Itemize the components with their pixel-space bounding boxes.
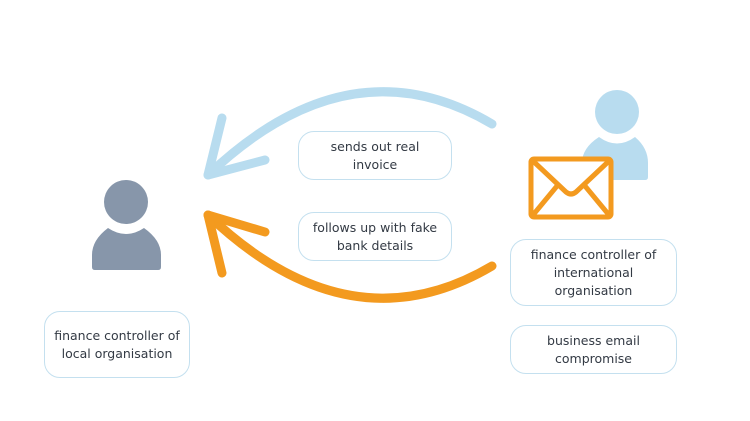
label-local-controller: finance controller of local organisation xyxy=(44,311,190,378)
label-business-email-compromise: business email compromise xyxy=(510,325,677,374)
label-fake-bank-details: follows up with fake bank details xyxy=(298,212,452,261)
local-person-icon xyxy=(92,180,161,270)
fake-details-arrow xyxy=(203,210,497,303)
label-sends-real-invoice: sends out real invoice xyxy=(298,131,452,180)
envelope-icon xyxy=(528,156,614,220)
label-international-controller: finance controller of international orga… xyxy=(510,239,677,306)
real-invoice-arrow xyxy=(203,87,497,180)
